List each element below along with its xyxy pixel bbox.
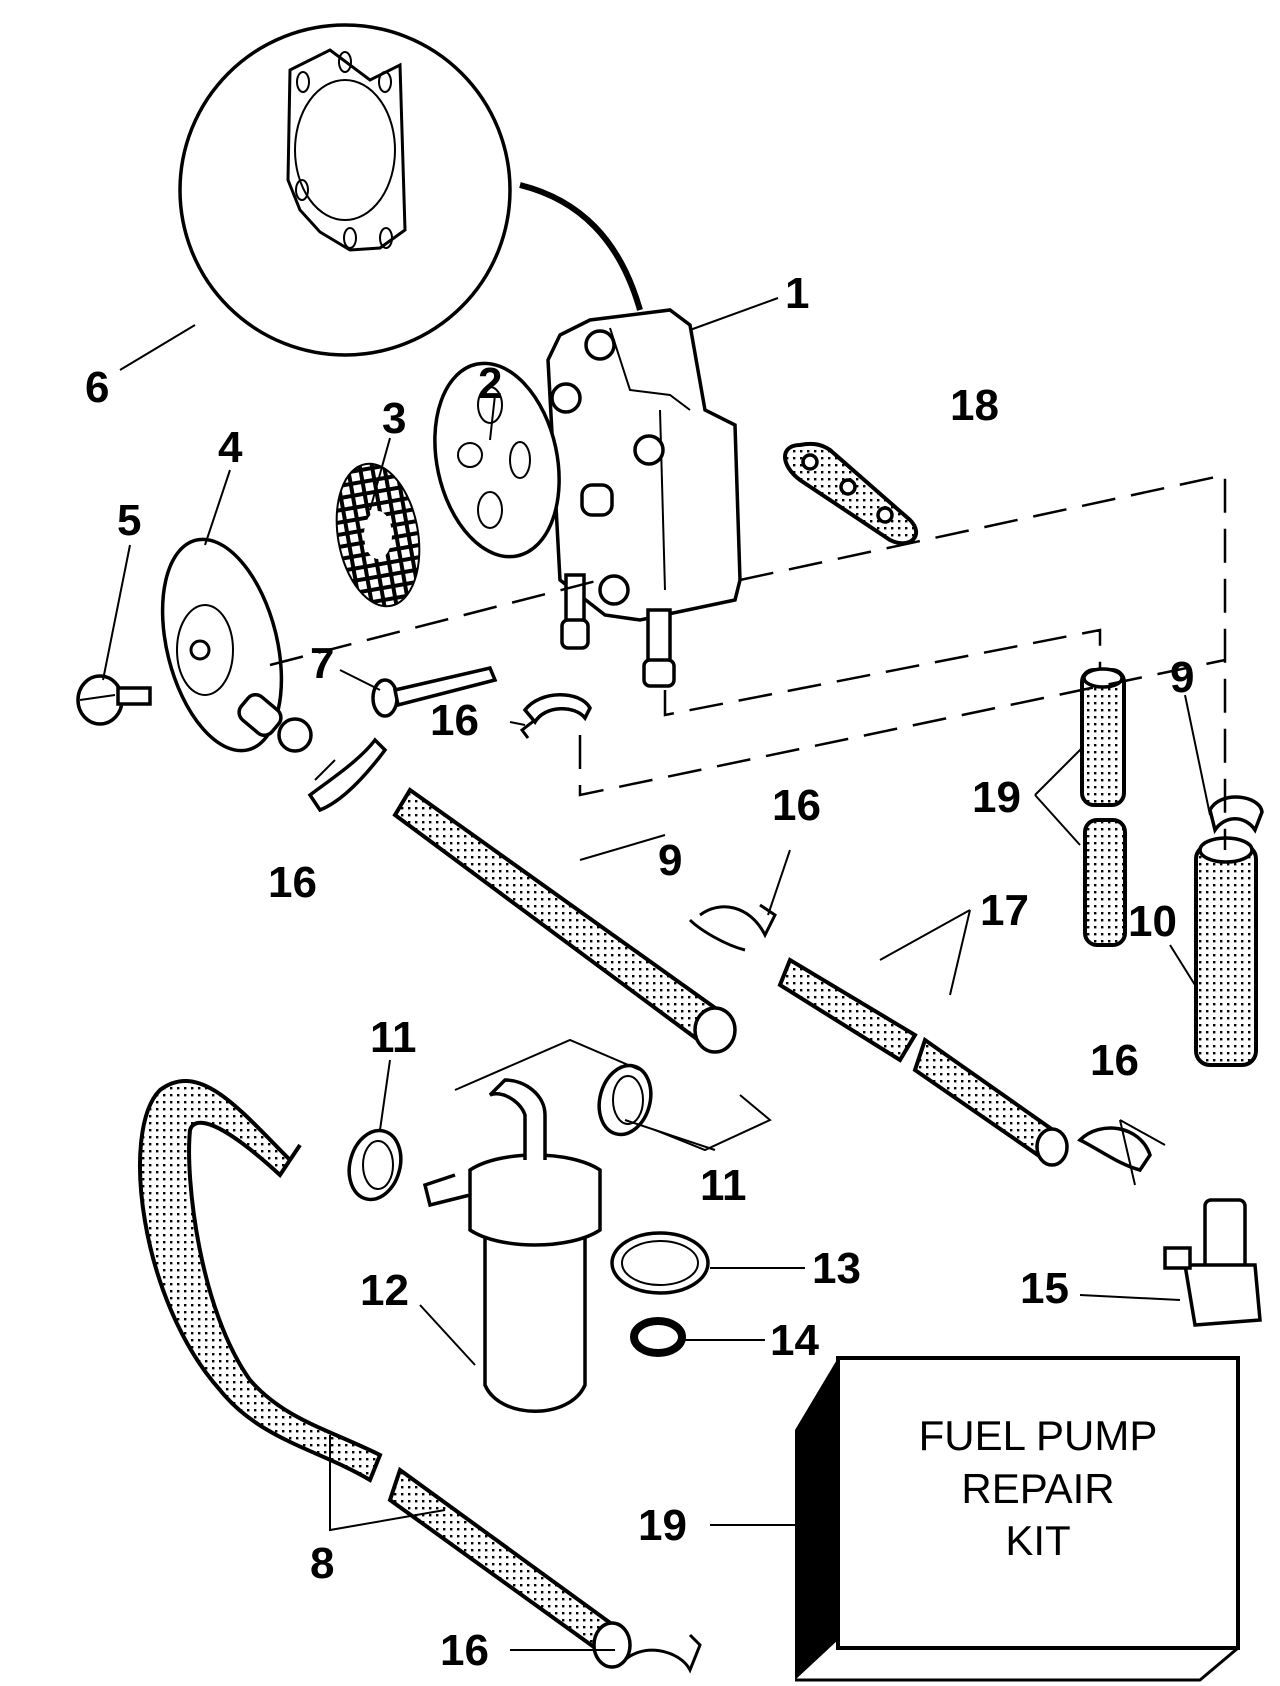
callout-16-pump: 16 <box>430 696 479 745</box>
callout-16-cover: 16 <box>268 858 317 907</box>
clip-16e <box>618 1633 702 1674</box>
callout-1: 1 <box>785 269 809 318</box>
hose-17 <box>777 957 1069 1167</box>
elbow-fitting <box>1163 1198 1262 1327</box>
callout-17: 17 <box>980 886 1029 935</box>
clamp-9 <box>1208 795 1264 835</box>
callout-16-bottom: 16 <box>440 1626 489 1675</box>
o-ring-14 <box>630 1317 686 1357</box>
fuel-pump-body <box>546 308 742 688</box>
clip-16a <box>519 693 592 739</box>
clamp-11a <box>347 1128 403 1202</box>
filter-screen <box>335 462 421 608</box>
callout-19-hose: 19 <box>972 773 1021 822</box>
callout-2: 2 <box>478 359 502 408</box>
callout-18: 18 <box>950 381 999 430</box>
callout-9-hose: 9 <box>658 836 682 885</box>
fuel-hose-8 <box>138 1078 632 1669</box>
callout-5: 5 <box>117 496 141 545</box>
hose-19 <box>1080 667 1127 947</box>
clip-16d <box>1077 1126 1152 1172</box>
repair-kit-box: FUEL PUMP REPAIR KIT <box>795 1356 1240 1682</box>
callout-11-left: 11 <box>370 1013 417 1062</box>
callout-14: 14 <box>770 1316 819 1365</box>
thumb-screw <box>76 674 152 726</box>
callout-10: 10 <box>1128 897 1177 946</box>
callout-13: 13 <box>812 1244 861 1293</box>
gasket-detail-circle <box>178 23 643 357</box>
callout-4: 4 <box>218 423 243 472</box>
callout-3: 3 <box>382 394 406 443</box>
clamp-11b <box>597 1063 653 1137</box>
callout-12: 12 <box>360 1266 409 1315</box>
callout-7: 7 <box>310 639 334 688</box>
fuel-hose-9 <box>392 787 737 1054</box>
pump-cover <box>160 537 313 753</box>
kit-line-2: REPAIR <box>961 1465 1114 1512</box>
callout-16-right: 16 <box>1090 1036 1139 1085</box>
fuel-filter <box>422 1078 602 1413</box>
long-screw <box>371 665 498 718</box>
callout-6: 6 <box>85 363 109 412</box>
clip-16c <box>688 903 777 952</box>
kit-line-3: KIT <box>1005 1517 1070 1564</box>
callout-15: 15 <box>1020 1264 1069 1313</box>
callout-8: 8 <box>310 1539 334 1588</box>
assembly-lines <box>269 473 1227 1152</box>
clip-16b <box>307 737 388 813</box>
callout-11-right: 11 <box>700 1161 747 1210</box>
hose-10 <box>1194 836 1258 1067</box>
callout-19-kit: 19 <box>638 1501 687 1550</box>
leader-lines <box>102 297 1211 1651</box>
diaphragm-plate <box>433 361 561 559</box>
mount-gasket <box>783 441 918 546</box>
seal-ring-13 <box>610 1231 710 1295</box>
callout-9-clamp: 9 <box>1170 653 1194 702</box>
callout-16-mid: 16 <box>772 781 821 830</box>
callout-labels: 1 2 3 4 5 6 7 8 9 9 10 11 11 12 13 14 15… <box>85 269 1194 1675</box>
kit-line-1: FUEL PUMP <box>919 1412 1158 1459</box>
